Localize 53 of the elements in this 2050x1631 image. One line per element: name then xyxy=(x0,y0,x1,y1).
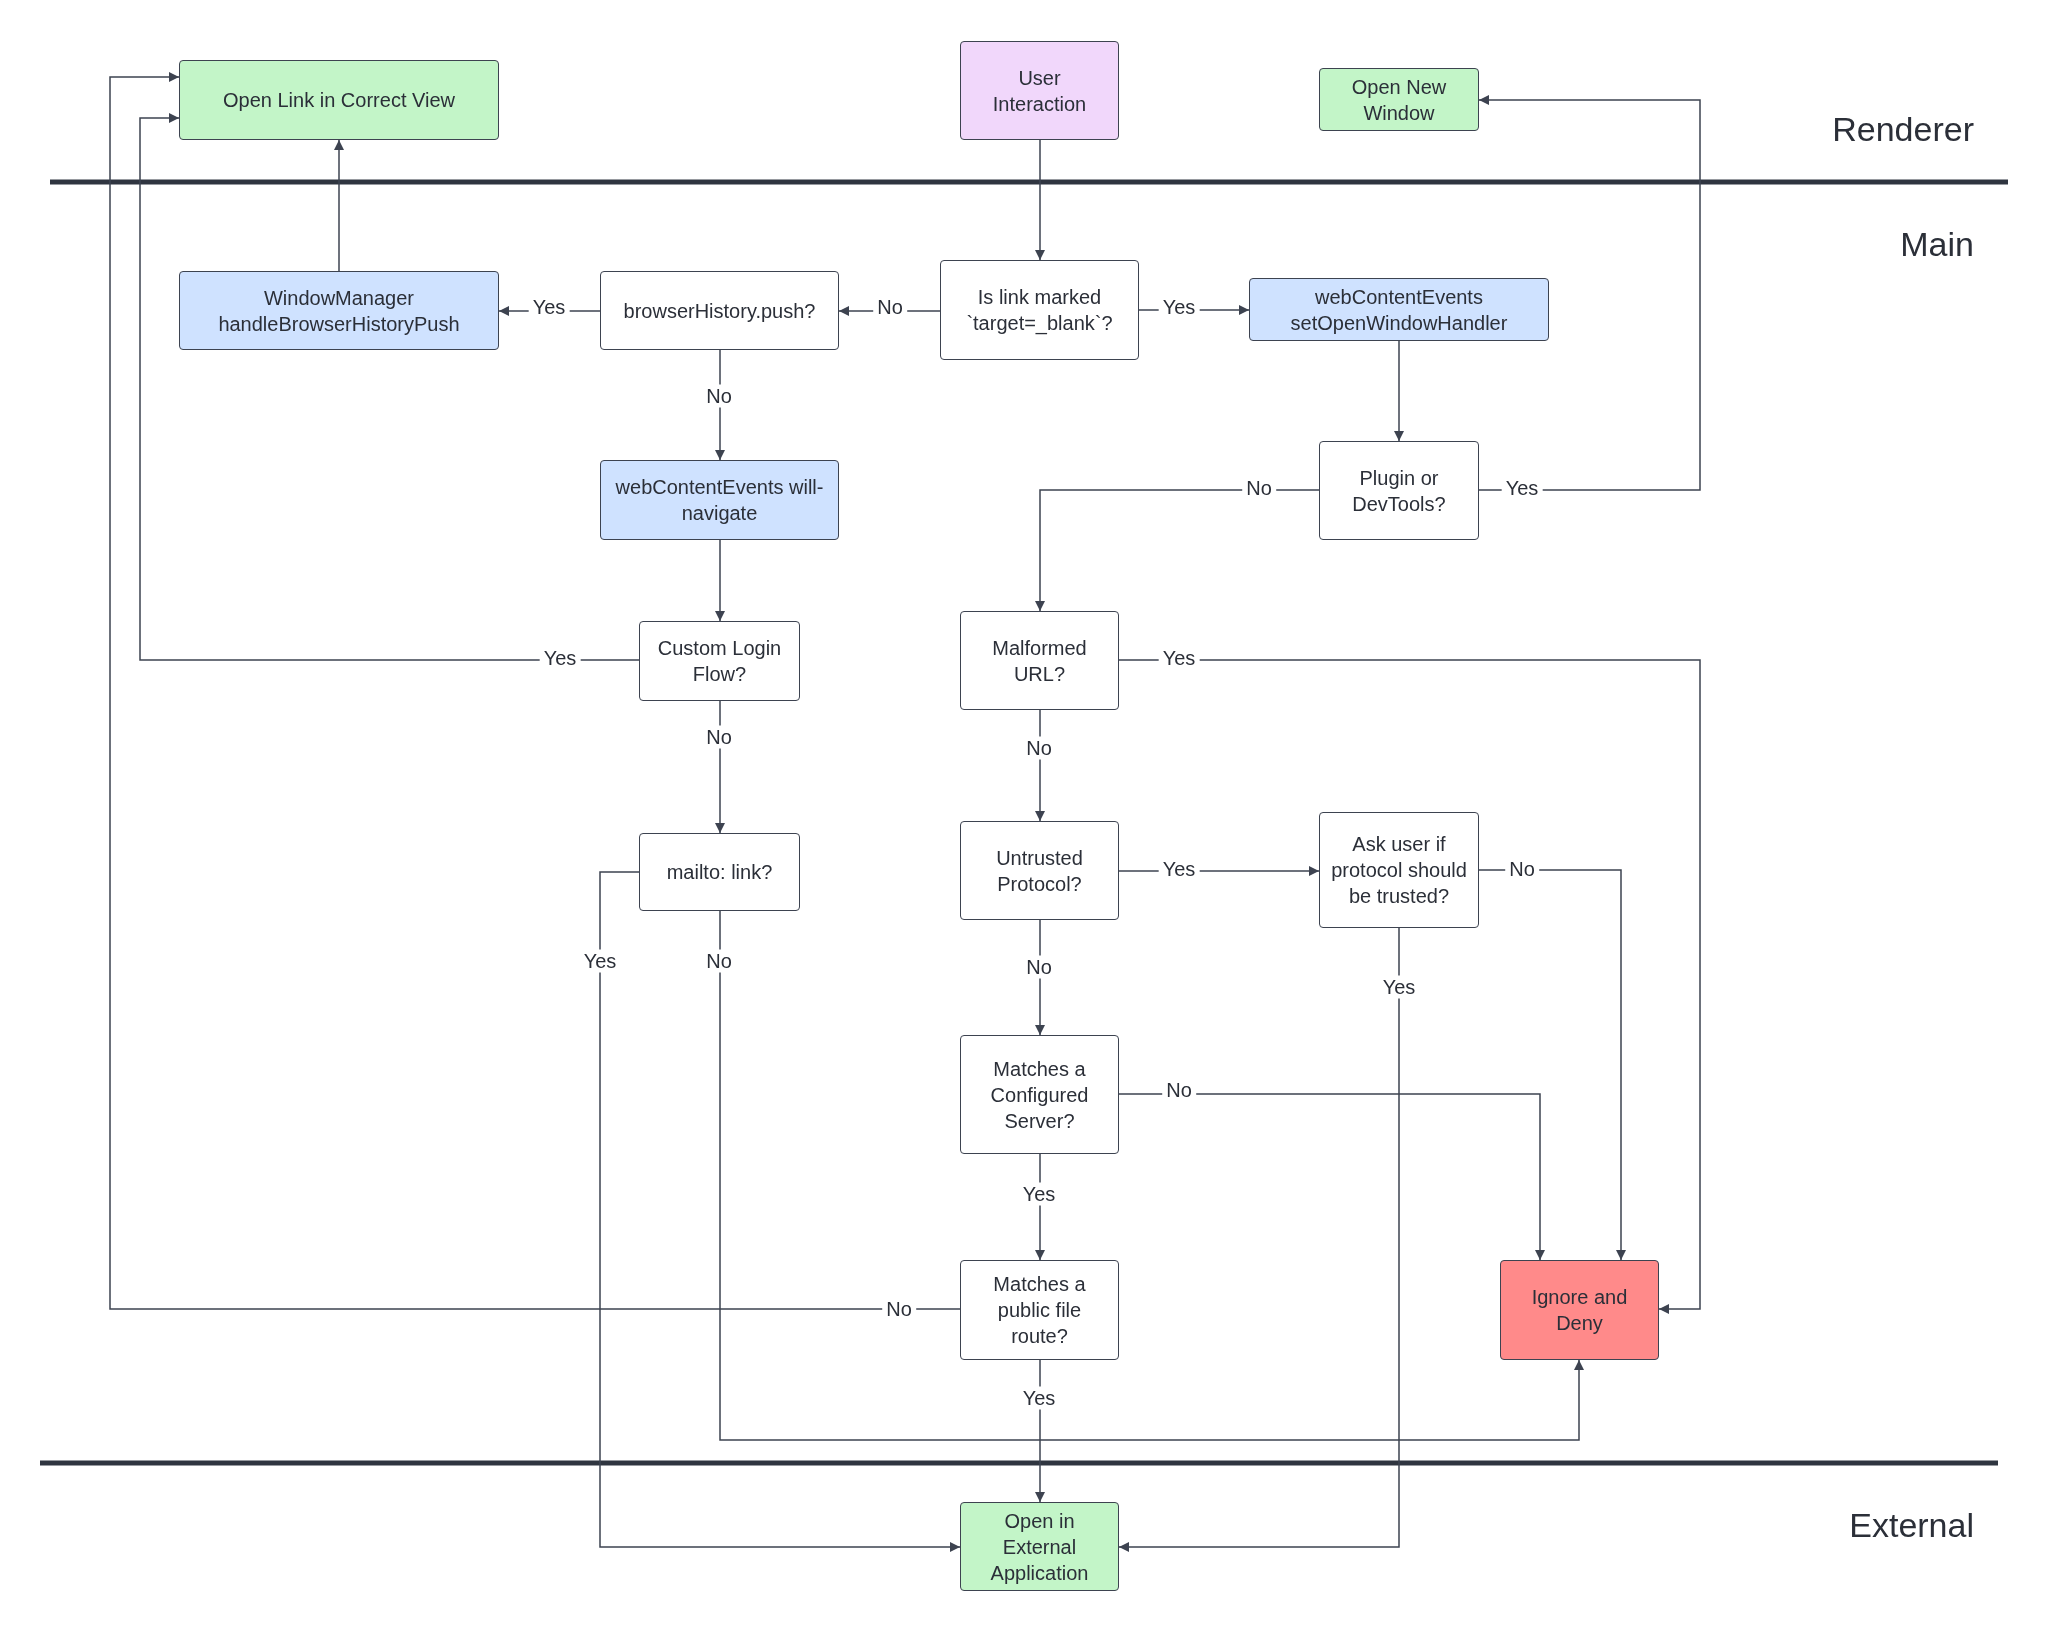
node-text: Custom Login Flow? xyxy=(656,636,783,687)
process-box xyxy=(600,271,839,350)
lane-label: External xyxy=(1849,1506,1974,1545)
arrow xyxy=(1118,927,1400,1552)
lane-label: Main xyxy=(1900,225,1974,264)
arrow xyxy=(715,539,725,622)
node-text: Matches a public file route? xyxy=(992,1272,1087,1349)
node-text: Malformed URL? xyxy=(991,635,1088,687)
node-text: webContentEvents setOpenWindowHandler xyxy=(1289,284,1509,336)
arrow xyxy=(1478,95,1701,491)
lane-label: Renderer xyxy=(1832,110,1974,149)
arrow xyxy=(719,910,1584,1441)
process-box xyxy=(1249,278,1549,341)
arrow xyxy=(1118,659,1701,1314)
process-box xyxy=(960,611,1119,710)
process-box xyxy=(1319,441,1479,540)
node-text: webContentEvents will-navigate xyxy=(614,475,825,526)
arrow xyxy=(334,139,344,272)
process-box xyxy=(940,260,1139,360)
process-box xyxy=(179,271,499,350)
arrow xyxy=(599,871,961,1552)
process-box xyxy=(600,460,839,540)
node-text: Plugin or DevTools? xyxy=(1351,465,1447,517)
process-box xyxy=(960,41,1119,140)
process-box xyxy=(1500,1260,1659,1360)
node-text: Open New Window xyxy=(1350,74,1448,126)
node-text: Open Link in Correct View xyxy=(223,88,455,113)
process-box xyxy=(639,833,800,911)
node-text: Matches a Configured Server? xyxy=(989,1056,1090,1134)
node-text: Ignore and Deny xyxy=(1530,1285,1629,1336)
process-box xyxy=(179,60,499,140)
arrow xyxy=(1394,340,1404,442)
arrow xyxy=(139,113,640,661)
arrow xyxy=(1035,489,1320,612)
process-box xyxy=(639,621,800,701)
node-text: browserHistory.push? xyxy=(623,298,816,324)
node-text: Untrusted Protocol? xyxy=(995,845,1084,897)
node-text: WindowManager handleBrowserHistoryPush xyxy=(217,285,461,337)
process-box xyxy=(960,1502,1119,1591)
node-text: Is link marked `target=_blank`? xyxy=(965,285,1114,336)
node-text: Ask user if protocol should be trusted? xyxy=(1330,832,1468,909)
node-text: mailto: link? xyxy=(666,860,773,885)
node-text: User Interaction xyxy=(991,65,1088,117)
process-box xyxy=(960,1260,1119,1360)
arrow xyxy=(1478,869,1626,1261)
process-box xyxy=(1319,812,1479,928)
process-box xyxy=(960,821,1119,920)
arrow xyxy=(1035,139,1045,261)
process-box xyxy=(1319,68,1479,131)
arrow xyxy=(1118,1093,1545,1261)
arrow xyxy=(109,72,961,1310)
node-text: Open in External Application xyxy=(989,1508,1090,1586)
process-box xyxy=(960,1035,1119,1154)
